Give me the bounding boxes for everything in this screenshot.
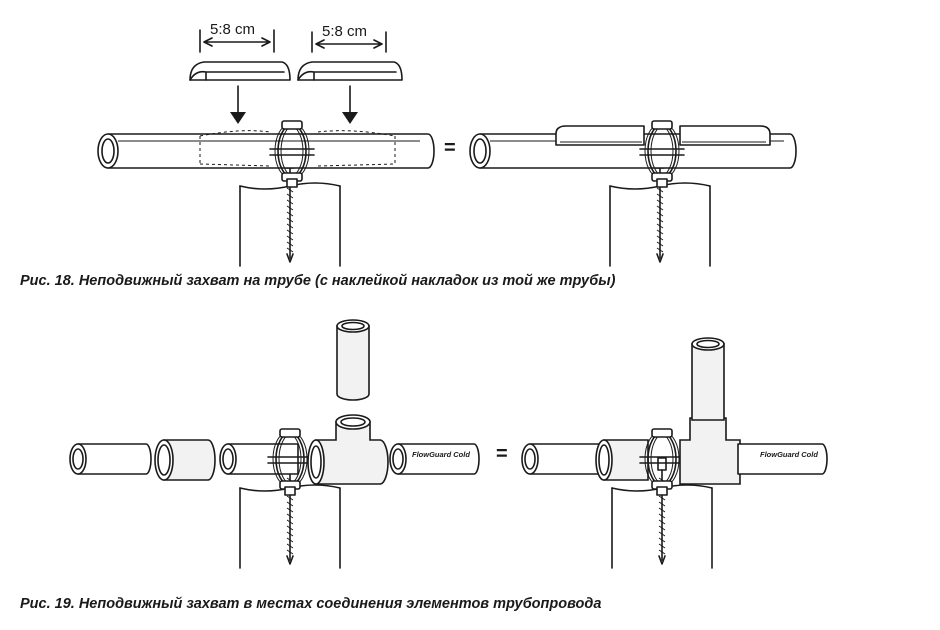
fig19-left-assembly: FlowGuard Cold xyxy=(69,319,480,569)
fig19-pipe-middle xyxy=(219,443,299,475)
fig18-dim-label-left: 5:8 cm xyxy=(210,21,255,38)
fig18-equals-sign: = xyxy=(444,137,456,159)
fig19-pipe-short xyxy=(69,443,152,475)
fig19-vertical-pipe xyxy=(336,319,370,401)
fig19-pipe-branded-right: FlowGuard Cold xyxy=(737,443,828,475)
fig18-left-pipe xyxy=(97,130,435,169)
down-arrow-icon xyxy=(342,112,358,124)
fig18-caption: Рис. 18. Неподвижный захват на трубе (с … xyxy=(20,273,616,289)
pipe-brand-label: FlowGuard Cold xyxy=(412,450,470,459)
fig18-pad-left: 5:8 cm xyxy=(189,21,291,124)
fig19-equals-sign: = xyxy=(496,443,508,465)
pipe-brand-label: FlowGuard Cold xyxy=(760,450,818,459)
fig19-right-pipe-run xyxy=(521,439,649,481)
fig18-right-pipe xyxy=(469,125,797,169)
fig18-left-assembly xyxy=(97,120,435,267)
fig19-right-assembly: FlowGuard Cold xyxy=(521,337,828,569)
down-arrow-icon xyxy=(230,112,246,124)
fig18-dim-label-right: 5:8 cm xyxy=(322,23,367,40)
fig18-right-assembly xyxy=(469,120,797,267)
fig19-caption: Рис. 19. Неподвижный захват в местах сое… xyxy=(20,596,602,612)
fig19-pipe-branded-left: FlowGuard Cold xyxy=(389,443,480,475)
fig19-tee xyxy=(307,414,389,485)
fig18-pad-right: 5:8 cm xyxy=(297,23,403,124)
fig19-coupling xyxy=(154,439,216,481)
fig19-right-tee xyxy=(679,337,741,485)
